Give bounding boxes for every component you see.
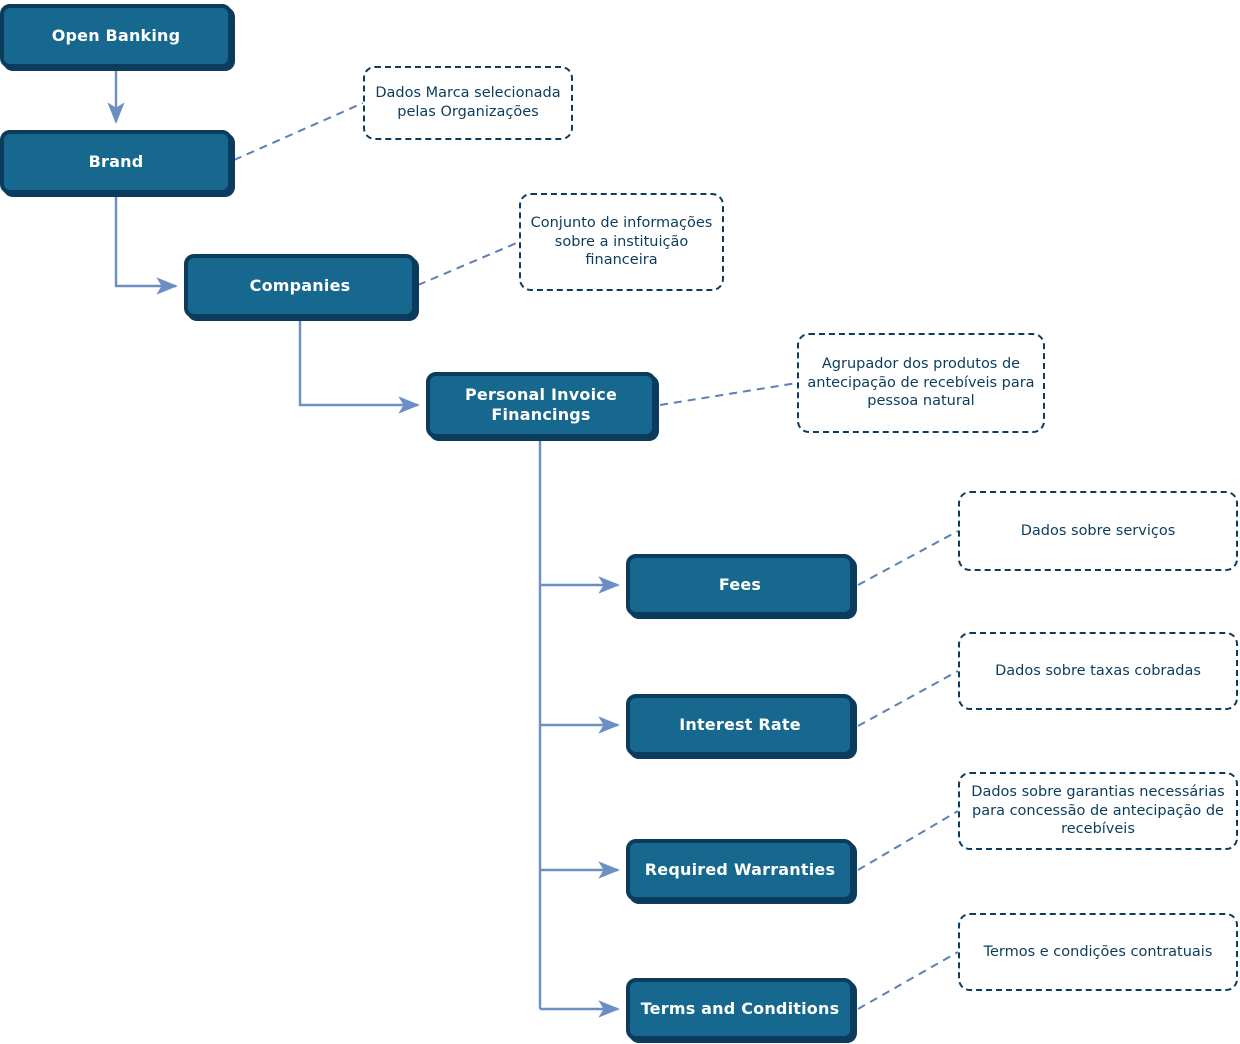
node-brand[interactable]: Brand xyxy=(0,130,232,194)
note-text: Conjunto de informações sobre a institui… xyxy=(530,214,713,269)
node-label: Terms and Conditions xyxy=(640,999,840,1019)
note-link-terms-and-conditions xyxy=(857,951,959,1010)
note-brand: Dados Marca selecionada pelas Organizaçõ… xyxy=(363,66,573,140)
edge-companies-to-personal-invoice-financings xyxy=(298,320,420,414)
node-companies[interactable]: Companies xyxy=(184,254,416,318)
note-text: Dados Marca selecionada pelas Organizaçõ… xyxy=(375,85,561,120)
node-open-banking[interactable]: Open Banking xyxy=(0,4,232,68)
node-required-warranties[interactable]: Required Warranties xyxy=(626,839,854,901)
node-label: Brand xyxy=(88,152,144,172)
node-interest-rate[interactable]: Interest Rate xyxy=(626,694,854,756)
note-text: Dados sobre taxas cobradas xyxy=(995,662,1201,679)
note-text: Dados sobre garantias necessárias para c… xyxy=(971,783,1225,838)
node-label: Open Banking xyxy=(51,26,181,46)
note-link-required-warranties xyxy=(857,810,959,871)
node-label: Personal Invoice Financings xyxy=(464,385,617,424)
note-link-interest-rate xyxy=(857,670,959,727)
note-link-fees xyxy=(857,530,959,586)
node-label: Fees xyxy=(718,575,762,595)
note-companies: Conjunto de informações sobre a institui… xyxy=(519,193,724,291)
node-label: Required Warranties xyxy=(644,860,836,880)
note-link-brand xyxy=(233,102,364,161)
note-link-personal-invoice-financings xyxy=(659,382,798,406)
note-required-warranties: Dados sobre garantias necessárias para c… xyxy=(958,772,1238,850)
note-link-companies xyxy=(417,241,520,286)
node-fees[interactable]: Fees xyxy=(626,554,854,616)
edge-brand-to-companies xyxy=(114,196,178,295)
note-personal-invoice-financings: Agrupador dos produtos de antecipação de… xyxy=(797,333,1045,433)
note-fees: Dados sobre serviços xyxy=(958,491,1238,571)
node-terms-and-conditions[interactable]: Terms and Conditions xyxy=(626,978,854,1040)
note-terms-and-conditions: Termos e condições contratuais xyxy=(958,913,1238,991)
note-interest-rate: Dados sobre taxas cobradas xyxy=(958,632,1238,710)
node-label: Interest Rate xyxy=(679,715,801,735)
note-text: Agrupador dos produtos de antecipação de… xyxy=(807,355,1035,410)
node-personal-invoice-financings[interactable]: Personal Invoice Financings xyxy=(426,372,656,438)
node-label: Companies xyxy=(249,276,351,296)
note-text: Dados sobre serviços xyxy=(1020,522,1176,539)
note-text: Termos e condições contratuais xyxy=(983,943,1213,960)
